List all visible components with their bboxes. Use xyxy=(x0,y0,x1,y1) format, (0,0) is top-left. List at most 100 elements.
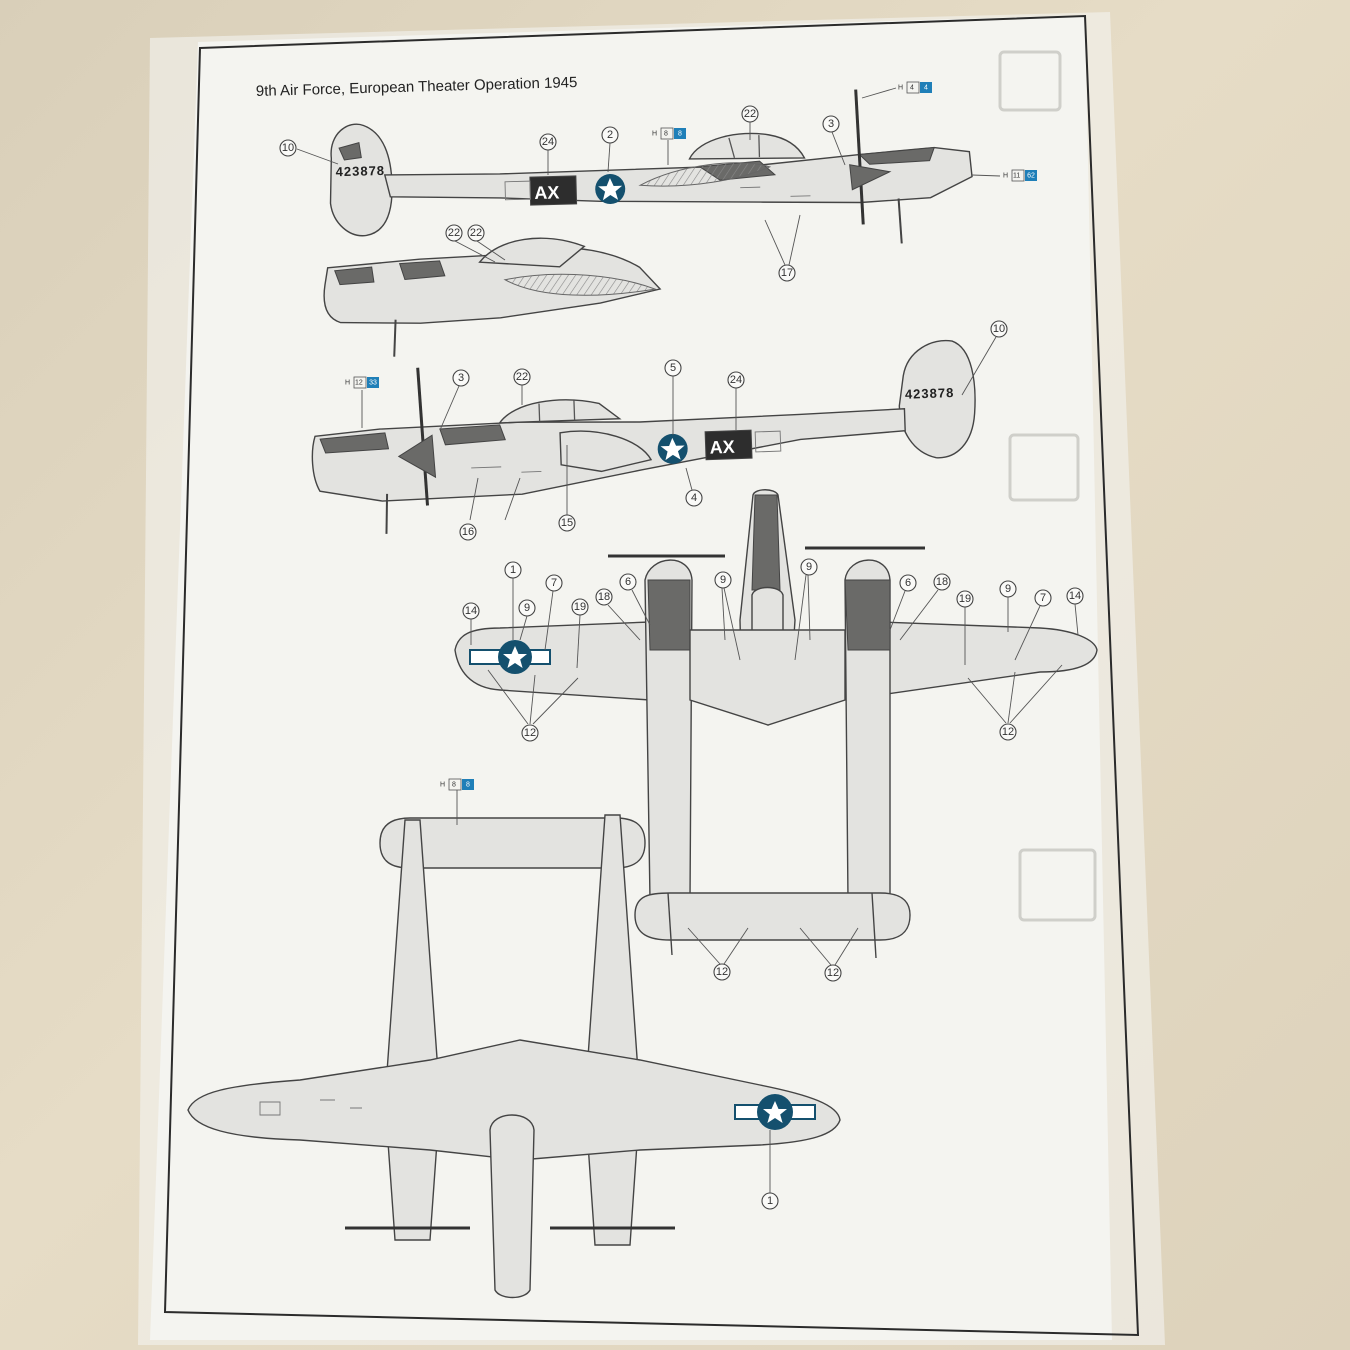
page-frame xyxy=(163,14,1140,1337)
unit-code-right: AX xyxy=(709,437,735,458)
svg-text:24: 24 xyxy=(542,136,554,148)
serial-right: 423878 xyxy=(905,385,955,402)
svg-text:6: 6 xyxy=(625,576,631,588)
callout-19a: 19 xyxy=(571,598,589,616)
callout-12c: 12 xyxy=(713,963,731,981)
svg-text:9: 9 xyxy=(524,602,530,614)
svg-text:22: 22 xyxy=(470,227,482,239)
callout-3a: 3 xyxy=(822,115,840,133)
svg-text:5: 5 xyxy=(670,362,676,374)
unit-code-left: AX xyxy=(534,182,560,203)
svg-text:14: 14 xyxy=(465,605,477,617)
callout-9a: 9 xyxy=(518,599,536,617)
svg-text:19: 19 xyxy=(574,601,586,613)
callout-6b: 6 xyxy=(899,574,917,592)
callout-18b: 18 xyxy=(933,573,951,591)
svg-text:9: 9 xyxy=(720,574,726,586)
svg-text:H: H xyxy=(898,85,903,92)
callout-6a: 6 xyxy=(619,573,637,591)
svg-text:3: 3 xyxy=(828,118,834,130)
callout-18a: 18 xyxy=(595,588,613,606)
svg-text:24: 24 xyxy=(730,374,742,386)
svg-text:18: 18 xyxy=(598,591,610,603)
callout-1a: 1 xyxy=(504,561,522,579)
svg-text:8: 8 xyxy=(452,782,456,789)
callout-24a: 24 xyxy=(539,133,557,151)
svg-text:12: 12 xyxy=(1002,726,1014,738)
callout-3b: 3 xyxy=(452,369,470,387)
paint-ref-h11: H 11 62 xyxy=(1003,169,1037,182)
svg-text:9: 9 xyxy=(806,561,812,573)
svg-text:H: H xyxy=(652,131,657,138)
callout-15: 15 xyxy=(558,514,576,532)
svg-text:16: 16 xyxy=(462,526,474,538)
svg-text:7: 7 xyxy=(1040,592,1046,604)
svg-text:17: 17 xyxy=(781,267,793,279)
callout-2: 2 xyxy=(601,126,619,144)
callout-12b: 12 xyxy=(999,723,1017,741)
callout-22d: 22 xyxy=(513,368,531,386)
callout-12a: 12 xyxy=(521,724,539,742)
callout-4: 4 xyxy=(685,489,703,507)
callout-22b: 22 xyxy=(445,224,463,242)
svg-text:1: 1 xyxy=(767,1195,773,1207)
callout-9d: 9 xyxy=(999,580,1017,598)
nose-section-view xyxy=(323,237,662,357)
svg-text:6: 6 xyxy=(905,577,911,589)
callout-7a: 7 xyxy=(545,574,563,592)
paint-ref-h12: H 12 33 xyxy=(345,376,379,389)
top-view xyxy=(454,489,1098,959)
left-profile-view: AX 423878 xyxy=(329,89,973,244)
callout-10b: 10 xyxy=(990,320,1008,338)
svg-text:H: H xyxy=(440,782,445,789)
svg-text:9: 9 xyxy=(1005,583,1011,595)
callout-12d: 12 xyxy=(824,964,842,982)
svg-text:12: 12 xyxy=(524,727,536,739)
paint-ref-h8-bottom: H 8 8 xyxy=(440,778,474,791)
svg-text:22: 22 xyxy=(744,108,756,120)
callout-22c: 22 xyxy=(467,224,485,242)
bottom-view xyxy=(187,814,841,1299)
callouts: 10 24 2 22 3 17 22 22 10 3 22 5 24 4 15 … xyxy=(279,105,1084,1210)
svg-text:4: 4 xyxy=(924,85,928,92)
svg-text:10: 10 xyxy=(282,142,294,154)
svg-text:62: 62 xyxy=(1027,173,1035,180)
svg-text:19: 19 xyxy=(959,593,971,605)
svg-text:3: 3 xyxy=(458,372,464,384)
svg-text:33: 33 xyxy=(369,380,377,387)
svg-text:10: 10 xyxy=(993,323,1005,335)
callout-10a: 10 xyxy=(279,139,297,157)
svg-text:22: 22 xyxy=(516,371,528,383)
callout-24b: 24 xyxy=(727,371,745,389)
callout-22a: 22 xyxy=(741,105,759,123)
svg-text:H: H xyxy=(1003,173,1008,180)
svg-text:4: 4 xyxy=(691,492,697,504)
callout-5: 5 xyxy=(664,359,682,377)
callout-9b: 9 xyxy=(714,571,732,589)
svg-text:14: 14 xyxy=(1069,590,1081,602)
svg-text:H: H xyxy=(345,380,350,387)
serial-left: 423878 xyxy=(335,163,385,179)
svg-text:8: 8 xyxy=(678,131,682,138)
svg-text:12: 12 xyxy=(355,380,363,387)
svg-text:8: 8 xyxy=(466,782,470,789)
svg-text:22: 22 xyxy=(448,227,460,239)
right-profile-view: 423878 AX xyxy=(311,339,976,534)
callout-19b: 19 xyxy=(956,590,974,608)
callout-16: 16 xyxy=(459,523,477,541)
svg-text:11: 11 xyxy=(1013,173,1020,180)
svg-text:18: 18 xyxy=(936,576,948,588)
svg-text:2: 2 xyxy=(607,129,613,141)
callout-1b: 1 xyxy=(761,1192,779,1210)
callout-17: 17 xyxy=(778,264,796,282)
svg-text:12: 12 xyxy=(827,967,839,979)
paint-ref-h4: H 4 4 xyxy=(898,81,932,94)
callout-14b: 14 xyxy=(1066,587,1084,605)
callout-9c: 9 xyxy=(800,558,818,576)
show-through-marks xyxy=(998,50,1097,922)
svg-text:1: 1 xyxy=(510,564,516,576)
svg-text:7: 7 xyxy=(551,577,557,589)
callout-14a: 14 xyxy=(462,602,480,620)
svg-text:15: 15 xyxy=(561,517,573,529)
